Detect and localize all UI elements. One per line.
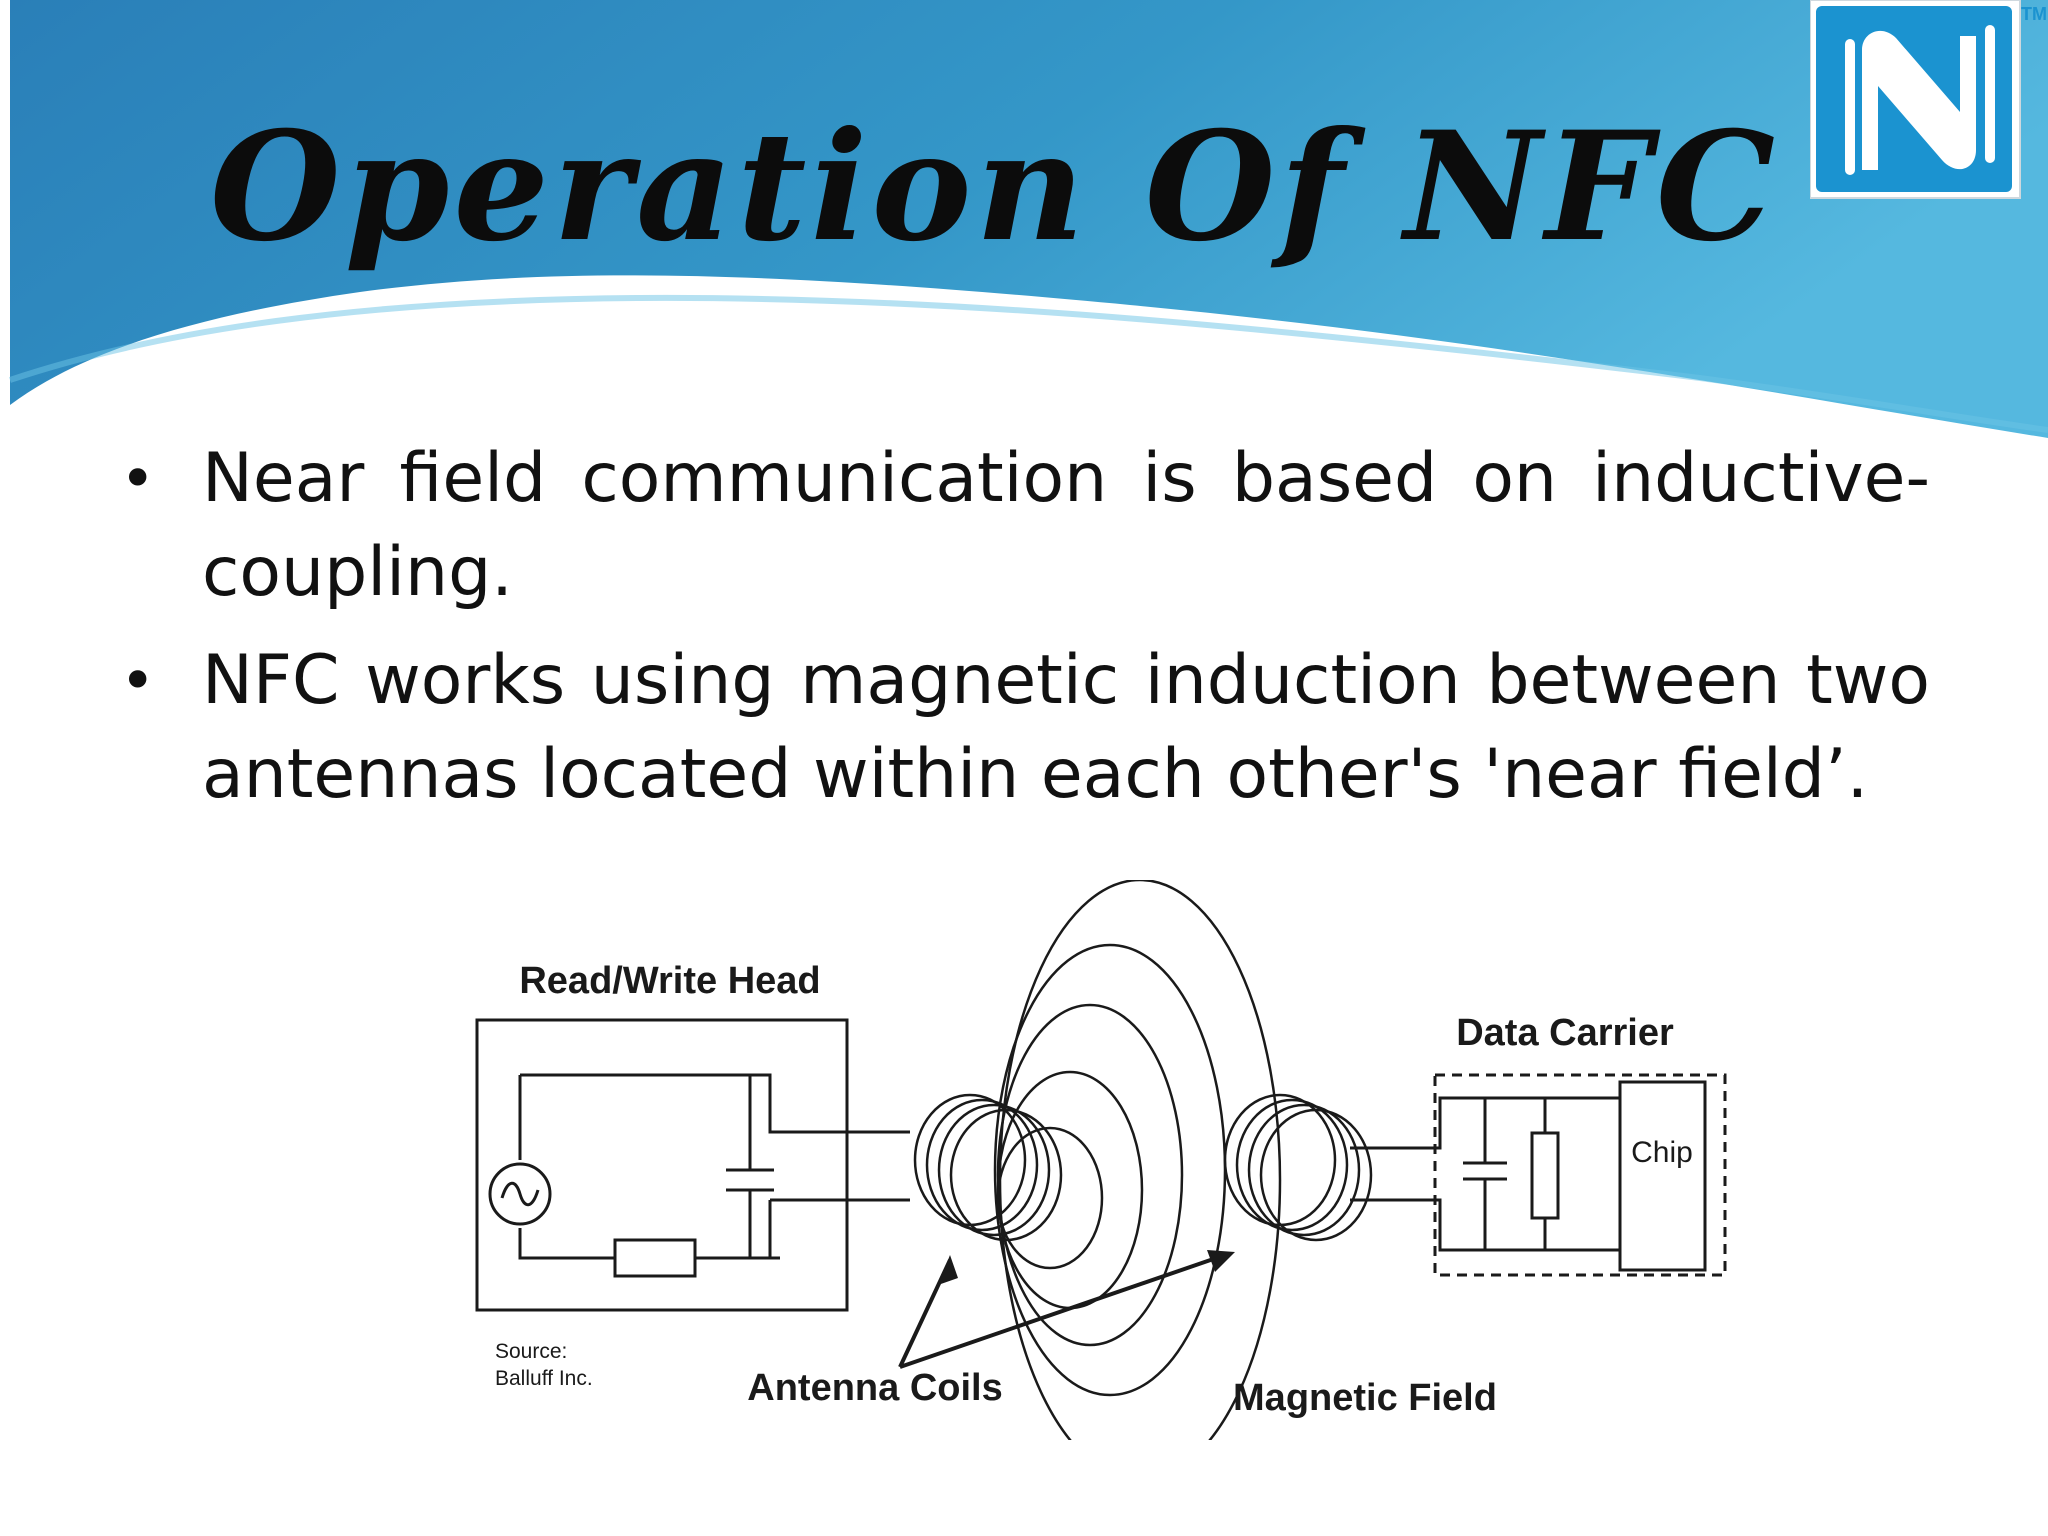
bullet-2-line-1: NFC works using magnetic induction betwe… — [202, 641, 1930, 720]
slide-title: Operation Of NFC — [210, 99, 1780, 275]
read-write-head-box — [475, 1018, 849, 1312]
nfc-logo: TM — [1810, 0, 2047, 199]
label-antenna-coils: Antenna Coils — [747, 1367, 1002, 1409]
nfc-induction-diagram: Read/Write Head Data Carrier Chip Antenn… — [475, 880, 1727, 1440]
bullet-list: • Near field communication is based on i… — [120, 432, 1930, 836]
tag-antenna-coil — [1223, 1093, 1373, 1242]
label-read-write-head: Read/Write Head — [519, 960, 820, 1002]
bullet-2-line-2: antennas located within each other's 'ne… — [202, 735, 1869, 814]
reader-circuit — [518, 1073, 910, 1260]
title-banner — [9, 0, 2048, 438]
chip-box — [1618, 1080, 1707, 1272]
label-source-name: Balluff Inc. — [495, 1367, 593, 1390]
resistor-icon — [613, 1238, 697, 1278]
trademark-mark: TM — [2021, 4, 2047, 24]
reader-antenna-coil — [913, 1093, 1063, 1242]
bullet-item: • Near field communication is based on i… — [120, 432, 1930, 620]
bullet-item: • NFC works using magnetic induction bet… — [120, 634, 1930, 822]
bullet-dot: • — [120, 444, 156, 514]
tag-circuit — [1350, 1096, 1620, 1252]
label-source: Source: — [495, 1340, 567, 1363]
label-magnetic-field: Magnetic Field — [1233, 1377, 1497, 1419]
ac-source-icon — [488, 1162, 552, 1226]
bullet-1-line-2: coupling. — [202, 533, 513, 612]
data-carrier-box — [1433, 1073, 1727, 1277]
bullet-dot: • — [120, 646, 156, 716]
nfc-n-icon — [1862, 30, 1976, 170]
bullet-1-line-1: Near field communication is based on ind… — [202, 439, 1930, 518]
label-data-carrier: Data Carrier — [1456, 1012, 1674, 1054]
label-chip: Chip — [1631, 1136, 1693, 1169]
capacitor-icon — [726, 1075, 774, 1258]
tag-resistor-icon — [1530, 1131, 1560, 1220]
